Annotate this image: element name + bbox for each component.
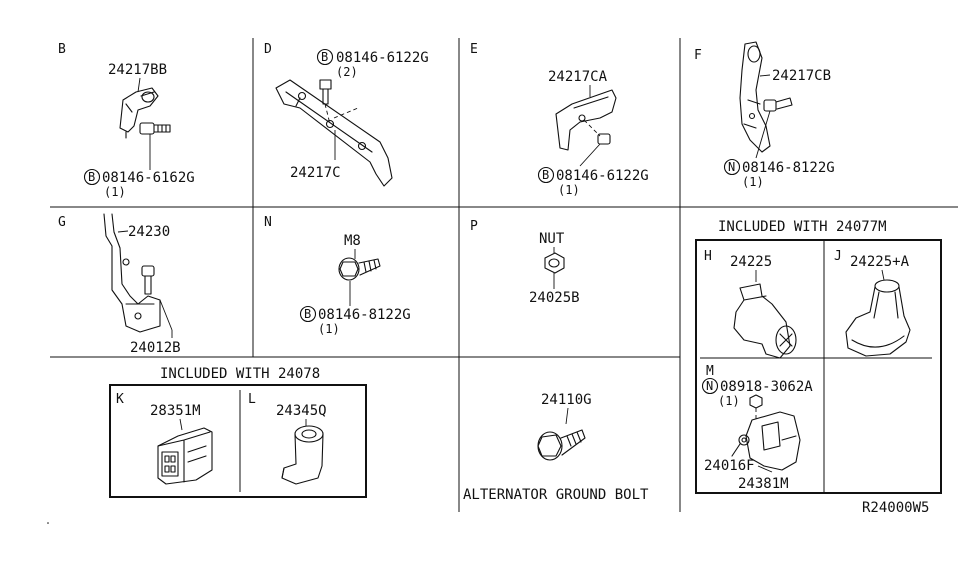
quantity: (1) [718,394,740,408]
dot-mark [47,522,49,524]
bolt-code-circle [701,377,719,395]
section-letter: L [248,392,256,407]
grid-dividers [50,38,958,512]
section-p: P NUT 24025B [470,219,580,306]
part-number-2: 24381M [738,476,789,492]
bolt-code: N [706,379,713,393]
section-letter: K [116,392,124,407]
part-number: 24225 [730,254,772,270]
part-number: 24110G [541,392,592,408]
part-number: 24217CA [548,69,608,85]
section-g: G 24230 24012B [58,213,181,356]
quantity: (1) [558,183,580,197]
nut-label: NUT [539,231,565,247]
bolt-code: B [321,50,328,64]
caption: ALTERNATOR GROUND BOLT [463,487,649,503]
section-letter: D [264,42,272,57]
section-letter: M [706,364,714,379]
bolt-code-circle [316,48,334,66]
part-number: 24217CB [772,68,831,84]
bolt-number: 08146-8122G [318,307,411,323]
section-alternator: 24110G ALTERNATOR GROUND BOLT [463,392,649,503]
quantity: (1) [742,175,764,189]
bolt-number: 08146-6162G [102,170,195,186]
bolt-code: B [304,307,311,321]
section-b: B 24217BB B 08146-6162G (1) [58,42,195,199]
bolt-number: 08146-8122G [742,160,835,176]
bracket-24217c-illustration [275,79,393,187]
part-number-1: 24230 [128,224,170,240]
terminal-block-illustration [731,411,801,471]
section-letter: J [834,249,842,264]
nut-illustration [544,252,565,274]
bolt-illustration [597,133,611,145]
bolt-code-circle [537,166,555,184]
bolt-code: N [728,160,735,174]
included-24078-group: INCLUDED WITH 24078 [109,366,367,498]
bolt-code-circle [83,168,101,186]
included-24077m-group: INCLUDED WITH 24077M [695,219,942,494]
section-letter: N [264,215,272,230]
section-letter: G [58,215,66,230]
bolt-code: B [88,170,95,184]
section-m: M N 08918-3062A (1) 24016F 24381M [701,364,813,492]
part-number-2: 24012B [130,340,181,356]
section-l: L 24345Q [248,392,327,485]
part-number: 28351M [150,403,201,419]
bracket-24217ca-illustration [555,89,617,151]
bolt-size: M8 [344,233,361,249]
quantity: (1) [318,322,340,336]
bracket-24217cb-illustration [739,41,771,153]
quantity: (2) [336,65,358,79]
cap-24345q-illustration [281,425,324,485]
part-number: 24225+A [850,254,910,270]
bolt-illustration [763,97,793,112]
bolt-code-circle [723,158,741,176]
bolt-illustration [139,122,171,135]
bolt-number: 08918-3062A [720,379,813,395]
section-h: H 24225 [704,249,797,359]
section-letter: F [694,48,702,63]
section-e: E 24217CA B 08146-6122G (1) [470,42,649,197]
bolt-number: 08146-6122G [556,168,649,184]
section-k: K 28351M [116,392,213,485]
part-number-1: 24016F [704,458,755,474]
part-number: 24345Q [276,403,327,419]
grommet-24225-illustration [733,283,797,359]
section-d: D B 08146-6122G (2) 24217C [264,42,429,187]
included-caption: INCLUDED WITH 24078 [160,366,320,382]
bolt-illustration [319,79,332,105]
diagram-code: R24000W5 [862,500,929,516]
section-j: J 24225+A [834,249,911,357]
part-number: 24217C [290,165,341,181]
section-f: F 24217CB N 08146-8122G (1) [694,41,835,189]
bolt-code-circle [299,305,317,323]
section-letter: H [704,249,712,264]
bracket-24230-illustration [103,213,161,333]
section-letter: B [58,42,66,57]
included-caption: INCLUDED WITH 24077M [718,219,887,235]
flange-bolt-illustration [338,257,381,281]
connector-28351m-illustration [157,427,213,485]
bolt-illustration [141,265,155,295]
part-number: 24217BB [108,62,167,78]
section-n: N M8 B 08146-8122G (1) [264,215,411,336]
bracket-24217bb-illustration [119,87,159,139]
nut-illustration [749,394,763,409]
bolt-code: B [542,168,549,182]
quantity: (1) [104,185,126,199]
part-number: 24025B [529,290,580,306]
section-letter: P [470,219,478,234]
boot-24225a-illustration [845,279,911,357]
alternator-ground-bolt-illustration [537,429,586,461]
section-letter: E [470,42,478,57]
bolt-number: 08146-6122G [336,50,429,66]
